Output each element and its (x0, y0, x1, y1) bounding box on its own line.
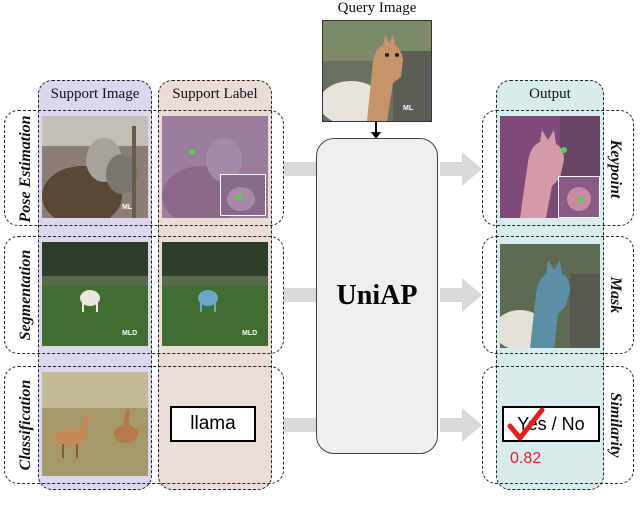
cls-row-frame-right (482, 366, 634, 484)
llama-label-text: llama (190, 413, 236, 434)
pose-support-watermark: ML (122, 204, 133, 211)
seg-row-frame-right (482, 236, 634, 354)
llama-label-box: llama (170, 406, 256, 442)
pose-out-arrow (440, 152, 482, 186)
seg-task-label: Segmentation (17, 249, 34, 341)
support-image-header: Support Image (50, 86, 140, 102)
pose-in-arrow (284, 162, 316, 176)
uniap-model-block (316, 138, 438, 454)
pose-label-inset (220, 174, 266, 216)
seg-label-watermark: MLD (242, 330, 258, 337)
pose-task-label: Pose Estimation (17, 115, 34, 223)
cls-task-label: Classification (17, 379, 34, 471)
seg-row-frame-left (4, 236, 284, 354)
keypoint-output-image (500, 116, 600, 218)
seg-support-watermark: MLD (122, 330, 138, 337)
seg-out-arrow (440, 278, 482, 312)
mask-tag: Mask (607, 276, 624, 314)
pose-support-image: ML (42, 116, 148, 218)
keypoint-output-inset (558, 176, 600, 218)
similarity-tag: Similarity (607, 392, 624, 458)
seg-support-label-image: MLD (162, 242, 268, 346)
support-label-header: Support Label (172, 86, 258, 102)
query-arrow (375, 121, 377, 135)
mask-output-image (500, 244, 600, 348)
query-arrow-head (371, 132, 381, 139)
query-image: ML (322, 20, 432, 122)
cls-support-image (42, 372, 148, 476)
check-mark-icon (507, 407, 545, 441)
query-image-title: Query Image (337, 0, 417, 16)
output-header: Output (529, 86, 571, 102)
seg-in-arrow (284, 288, 316, 302)
query-watermark: ML (403, 105, 414, 112)
cls-in-arrow (284, 418, 316, 432)
seg-support-image: MLD (42, 242, 148, 346)
keypoint-tag: Keypoint (607, 139, 624, 199)
pose-row-frame-left (4, 110, 284, 226)
cls-row-frame-left (4, 366, 284, 484)
similarity-score: 0.82 (510, 450, 542, 467)
pose-support-label-image (162, 116, 268, 218)
uniap-model-name: UniAP (336, 280, 418, 311)
cls-out-arrow (440, 408, 482, 442)
pose-row-frame-right (482, 110, 634, 226)
